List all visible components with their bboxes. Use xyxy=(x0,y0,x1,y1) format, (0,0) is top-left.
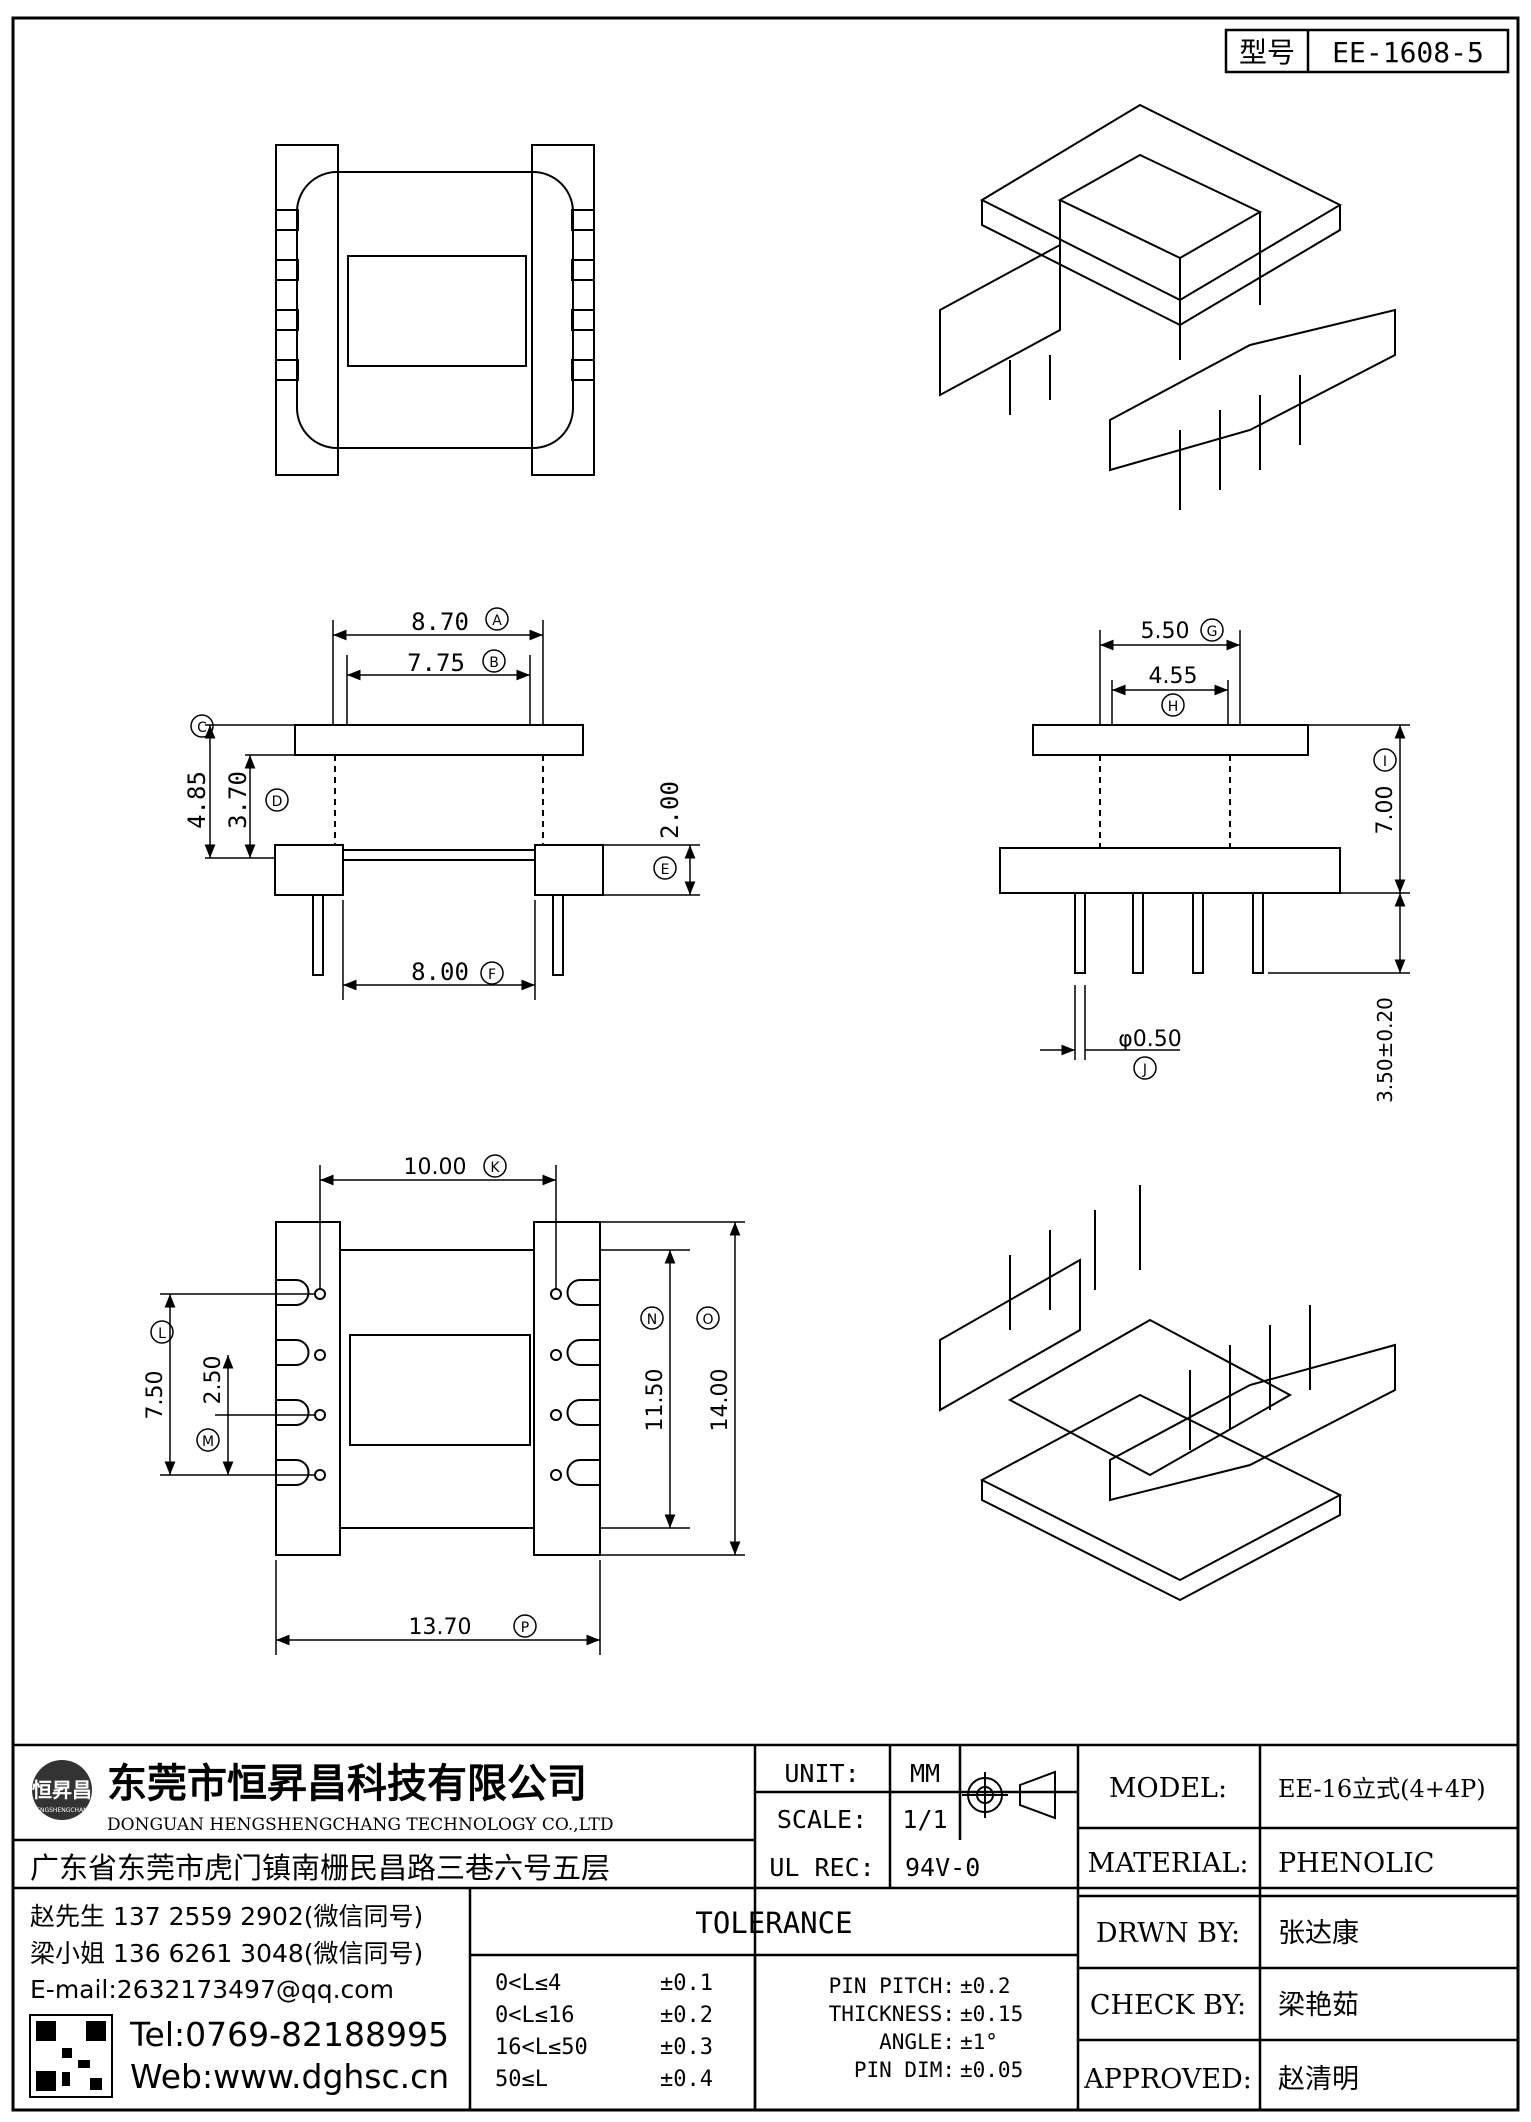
tolerance-extra-value: ±0.2 xyxy=(960,1974,1011,1998)
dim-i-tag: I xyxy=(1383,754,1387,770)
tolerance-extra-value: ±0.15 xyxy=(960,2002,1023,2026)
company-address: 广东省东莞市虎门镇南栅民昌路三巷六号五层 xyxy=(30,1851,610,1885)
unit-value: MM xyxy=(910,1759,940,1788)
tolerance-table: 0<L≤4 ±0.1 0<L≤16 ±0.2 16<L≤50 ±0.3 50≤L… xyxy=(495,1971,1023,2092)
type-header: 型号 EE-1608-5 xyxy=(1224,28,1510,74)
type-label: 型号 xyxy=(1239,36,1295,69)
logo-text: 恒昇昌 xyxy=(32,1778,92,1802)
tolerance-extra-label: PIN PITCH: xyxy=(829,1974,955,1998)
dim-a-tag: A xyxy=(492,613,502,629)
view-top xyxy=(275,144,595,476)
tolerance-value: ±0.4 xyxy=(660,2067,713,2092)
model-value: EE-16立式(4+4P) xyxy=(1278,1775,1486,1803)
dims-bottom xyxy=(160,1165,745,1655)
company-name-en: DONGUAN HENGSHENGCHANG TECHNOLOGY CO.,LT… xyxy=(107,1815,614,1835)
scale-label: SCALE: xyxy=(777,1805,867,1834)
drawn-by-value: 张达康 xyxy=(1278,1918,1359,1949)
contact-web: Web:www.dghsc.cn xyxy=(130,2057,449,2096)
logo-subtext: HENGSHENGCHANG xyxy=(32,1807,93,1814)
view-side xyxy=(999,724,1341,974)
unit-label: UNIT: xyxy=(784,1759,859,1788)
dim-l-tag: L xyxy=(158,1326,166,1342)
dim-o-value: 14.00 xyxy=(708,1369,733,1432)
scale-value: 1/1 xyxy=(902,1805,947,1834)
dims-front xyxy=(204,620,700,1000)
dim-h-value: 4.55 xyxy=(1149,664,1198,689)
labels-side: 5.50 G 4.55 H I 7.00 3.50±0.20 φ0.50 J xyxy=(1118,618,1398,1103)
dim-b-value: 7.75 xyxy=(407,649,465,677)
dim-f-tag: F xyxy=(488,967,496,983)
contact-line-2: 梁小姐 136 6261 3048(微信同号) xyxy=(30,1939,423,1968)
dim-g-value: 5.50 xyxy=(1141,619,1190,644)
projection-symbol-icon xyxy=(962,1770,1056,1820)
dim-c-value: 4.85 xyxy=(183,771,211,829)
tolerance-range: 50≤L xyxy=(495,2067,548,2092)
dim-o-tag: O xyxy=(702,1312,713,1328)
company-name-cn: 东莞市恒昇昌科技有限公司 xyxy=(107,1761,587,1807)
qr-code-icon xyxy=(29,2014,113,2098)
view-front xyxy=(274,724,604,976)
model-label: MODEL: xyxy=(1109,1773,1227,1804)
tolerance-extra-label: PIN DIM: xyxy=(854,2058,955,2082)
dim-j-value: φ0.50 xyxy=(1118,1027,1182,1052)
sheet-border xyxy=(11,16,1520,2112)
dim-k-tag: K xyxy=(490,1160,500,1176)
tolerance-extra-label: ANGLE: xyxy=(879,2030,955,2054)
company-logo: 恒昇昌 HENGSHENGCHANG xyxy=(32,1760,93,1820)
dim-j-tag: J xyxy=(1142,1062,1147,1078)
tolerance-extra-value: ±0.05 xyxy=(960,2058,1023,2082)
check-by-value: 梁艳茹 xyxy=(1278,1990,1359,2021)
dim-p-tag: P xyxy=(521,1620,529,1636)
type-value: EE-1608-5 xyxy=(1332,36,1484,69)
dim-l-value: 7.50 xyxy=(143,1371,168,1420)
view-iso-top xyxy=(939,103,1396,510)
dim-e-value: 2.00 xyxy=(656,781,684,839)
check-by-label: CHECK BY: xyxy=(1090,1990,1246,2021)
dim-i-value: 7.00 xyxy=(1373,786,1398,835)
tolerance-extra-label: THICKNESS: xyxy=(829,2002,955,2026)
labels-front: 8.70 A 7.75 B C 4.85 3.70 D 2.00 E 8.00 … xyxy=(183,607,684,986)
tolerance-range: 0<L≤16 xyxy=(495,2003,574,2028)
dim-k-value: 10.00 xyxy=(404,1155,467,1180)
pin-length-value: 3.50±0.20 xyxy=(1373,997,1397,1103)
dim-h-tag: H xyxy=(1168,699,1179,715)
contact-email: E-mail:2632173497@qq.com xyxy=(30,1975,394,2004)
dim-n-value: 11.50 xyxy=(643,1369,668,1432)
dim-d-value: 3.70 xyxy=(224,771,252,829)
dims-side xyxy=(1040,630,1410,1060)
ul-value: 94V-0 xyxy=(905,1853,980,1882)
drawn-by-label: DRWN BY: xyxy=(1096,1918,1240,1949)
dim-e-tag: E xyxy=(661,862,670,878)
view-bottom xyxy=(275,1221,601,1556)
tolerance-range: 16<L≤50 xyxy=(495,2035,588,2060)
material-value: PHENOLIC xyxy=(1278,1848,1434,1879)
dim-a-value: 8.70 xyxy=(411,608,469,636)
approved-label: APPROVED: xyxy=(1083,2064,1252,2095)
dim-g-tag: G xyxy=(1207,624,1218,640)
title-block xyxy=(13,1743,1518,2110)
dim-m-tag: M xyxy=(202,1434,214,1450)
material-label: MATERIAL: xyxy=(1088,1848,1249,1879)
tolerance-range: 0<L≤4 xyxy=(495,1971,561,1996)
dim-d-tag: D xyxy=(272,794,283,810)
dim-f-value: 8.00 xyxy=(411,958,469,986)
labels-bottom: 10.00 K L 7.50 2.50 M N 11.50 O 14.00 13… xyxy=(143,1154,733,1640)
view-iso-bottom xyxy=(939,1185,1396,1602)
dim-m-value: 2.50 xyxy=(201,1356,226,1405)
tolerance-value: ±0.3 xyxy=(660,2035,713,2060)
contact-line-1: 赵先生 137 2559 2902(微信同号) xyxy=(30,1902,423,1931)
dim-b-tag: B xyxy=(489,655,499,671)
tolerance-value: ±0.2 xyxy=(660,2003,713,2028)
tolerance-extra-value: ±1° xyxy=(960,2030,998,2054)
ul-label: UL REC: xyxy=(769,1853,874,1882)
dim-c-tag: C xyxy=(197,720,207,736)
tolerance-title: TOLERANCE xyxy=(695,1906,852,1940)
dim-n-tag: N xyxy=(647,1312,657,1328)
tolerance-value: ±0.1 xyxy=(660,1971,713,1996)
contact-tel: Tel:0769-82188995 xyxy=(129,2015,449,2054)
approved-value: 赵清明 xyxy=(1278,2064,1359,2095)
dim-p-value: 13.70 xyxy=(409,1615,472,1640)
